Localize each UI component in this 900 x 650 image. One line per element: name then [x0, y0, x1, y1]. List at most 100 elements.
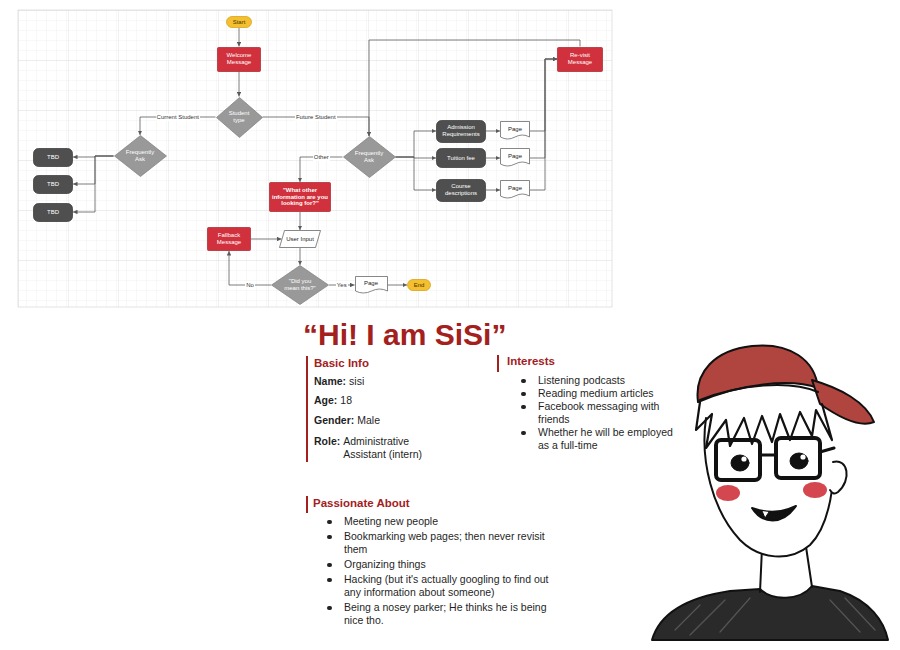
node-text: User Input: [286, 236, 314, 243]
node-outline-rect: [34, 203, 73, 221]
node-outline-path: [114, 136, 166, 177]
node-text: Page: [508, 126, 522, 133]
node-outline-path: [343, 137, 395, 178]
section-heading: Passionate About: [313, 497, 410, 510]
field-value: 18: [340, 394, 352, 407]
flow-connector: [239, 72, 240, 97]
option-box: TBD: [33, 203, 73, 222]
node-text: Re-visit Message: [560, 52, 600, 66]
flow-connector: [300, 248, 301, 265]
flow-connector: [251, 239, 282, 240]
flow-connector: [73, 156, 114, 212]
field-value: Male: [357, 414, 380, 427]
node-text: Welcome Message: [221, 52, 257, 66]
process-box: Re-visit Message: [557, 47, 603, 72]
list-item: Organizing things: [344, 558, 554, 571]
fallback-box: Fallback Message: [207, 227, 251, 251]
node-outline-rect: [34, 175, 73, 193]
edge-label: Other: [313, 154, 330, 161]
eye-highlight: [800, 454, 805, 459]
node-text: Course descriptions: [440, 183, 482, 197]
node-outline-rect: [270, 183, 331, 212]
field-value: Administrative Assistant (intern): [343, 435, 443, 461]
node-outline-path: [501, 122, 530, 140]
page-document: Page: [500, 148, 530, 168]
list-item: Reading medium articles: [538, 387, 684, 400]
eye: [731, 455, 749, 471]
bullet-dot: [327, 578, 332, 583]
face: [704, 418, 834, 556]
page-document: Page: [355, 276, 388, 295]
list-item: Whether he will be employed as a full-ti…: [538, 426, 684, 452]
node-text: Tuition fee: [447, 155, 475, 162]
edge-label: Yes: [336, 282, 348, 289]
flow-connector: [73, 156, 114, 184]
list-item: Facebook messaging with friends: [538, 400, 684, 426]
node-text: TBD: [47, 209, 59, 216]
node-outline-rect: [408, 280, 431, 291]
option-box: Course descriptions: [436, 179, 486, 202]
flow-connector: [300, 157, 343, 182]
node-text: Frequently Ask: [125, 149, 155, 163]
node-outline-rect: [227, 17, 252, 28]
tooth: [762, 511, 769, 518]
list-item: Hacking (but it's actually googling to f…: [344, 573, 554, 599]
process-box: Welcome Message: [217, 47, 261, 72]
node-outline-path: [272, 266, 329, 305]
shirt: [652, 586, 888, 640]
bullet-dot: [327, 520, 332, 525]
flow-connector: [388, 285, 408, 286]
flow-connector: [530, 59, 557, 158]
flow-connector: [486, 190, 500, 191]
bullet-dot: [521, 392, 526, 397]
decision-diamond: Frequently Ask: [343, 136, 396, 178]
page-document: Page: [500, 180, 530, 200]
field-key: Role:: [314, 435, 340, 448]
cap-band: [700, 385, 818, 400]
flow-connector: [239, 28, 240, 47]
section-rule: [306, 496, 308, 513]
bullet-dot: [327, 535, 332, 540]
node-outline-path: [501, 181, 530, 199]
edge-label: No: [245, 282, 255, 289]
node-text: End: [414, 282, 425, 289]
bullet-dot: [521, 431, 526, 436]
cap-brim: [812, 380, 874, 424]
flow-connector: [396, 131, 437, 157]
blush: [803, 482, 827, 498]
node-text: "Did you mean this?": [284, 278, 316, 292]
edge-label: Future Student: [295, 114, 337, 121]
option-box: Tuition fee: [436, 148, 486, 168]
node-outline-path: [280, 231, 321, 248]
node-text: TBD: [47, 181, 59, 188]
node-outline-rect: [208, 228, 251, 251]
section-heading: Interests: [507, 355, 555, 368]
field-value: sisi: [349, 375, 364, 388]
persona-title: “Hi! I am SiSi”: [303, 318, 506, 352]
node-text: Student type: [226, 110, 252, 124]
option-box: TBD: [33, 148, 73, 167]
node-text: Page: [508, 153, 522, 160]
glasses-left: [716, 440, 760, 480]
eye: [790, 453, 808, 469]
node-outline-rect: [218, 47, 261, 71]
mouth: [752, 506, 796, 521]
node-outline-rect: [437, 120, 486, 142]
flow-connector: [300, 212, 301, 230]
edge-label: Current Student: [156, 114, 200, 121]
input-parallelogram: User Input: [279, 230, 321, 248]
list-item: Listening podcasts: [538, 374, 684, 387]
list-item: Bookmarking web pages; then never revisi…: [344, 530, 554, 556]
glasses-right: [776, 438, 820, 478]
node-outline-rect: [558, 47, 603, 71]
flow-connector: [229, 251, 271, 285]
node-outline-path: [501, 149, 530, 167]
flow-connector: [486, 131, 500, 132]
section-rule: [497, 355, 499, 372]
node-text: Admission Requirements: [440, 124, 482, 138]
field-key: Age:: [314, 394, 337, 407]
decision-diamond: "Did you mean this?": [271, 265, 329, 305]
bullet-dot: [521, 379, 526, 384]
field-key: Name:: [314, 375, 346, 388]
